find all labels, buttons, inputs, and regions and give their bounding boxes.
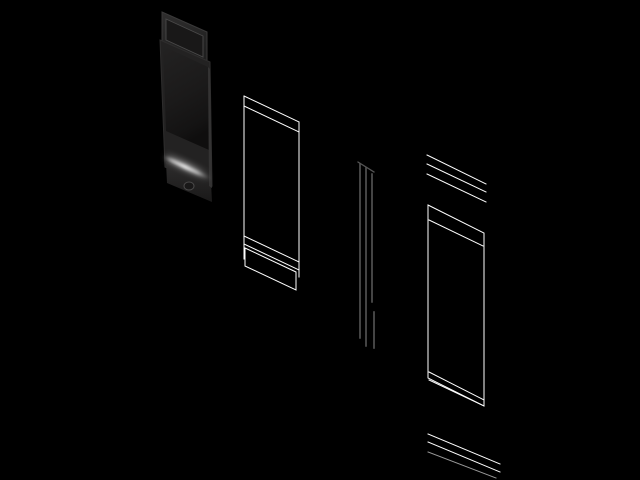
panel-front-divider-a	[243, 235, 300, 263]
device-right-edge	[208, 67, 212, 188]
device-home-button[interactable]	[183, 181, 195, 191]
panel-back-inner-top-line	[428, 219, 484, 247]
detail-line-bottom-3	[427, 451, 497, 479]
panel-front-top-line-b	[243, 105, 300, 133]
device-screen-face[interactable]	[163, 46, 209, 150]
panel-back-detail-line-2	[426, 163, 487, 193]
detail-line-bottom-2	[427, 441, 501, 473]
panel-back-bottom-line-b	[428, 379, 485, 407]
component-panel-back[interactable]	[426, 154, 487, 407]
panel-edge-cap-top	[357, 161, 375, 173]
component-panel-front[interactable]	[243, 95, 300, 291]
panel-back-detail-line-3	[426, 173, 487, 203]
panel-front-top-line-a	[243, 95, 300, 123]
component-device-body[interactable]	[159, 11, 213, 202]
detail-line-bottom-1	[427, 433, 501, 465]
panel-front-divider-b	[243, 243, 300, 271]
panel-back-bottom-line-a	[428, 371, 485, 401]
device-specular-highlight	[163, 155, 212, 181]
panel-front-inner-box[interactable]	[244, 247, 297, 291]
component-detail-lines-bottom[interactable]	[427, 433, 501, 479]
panel-back-detail-line-1	[426, 154, 487, 185]
device-top-plate-inset	[165, 18, 204, 58]
component-panel-edge[interactable]	[357, 161, 375, 349]
